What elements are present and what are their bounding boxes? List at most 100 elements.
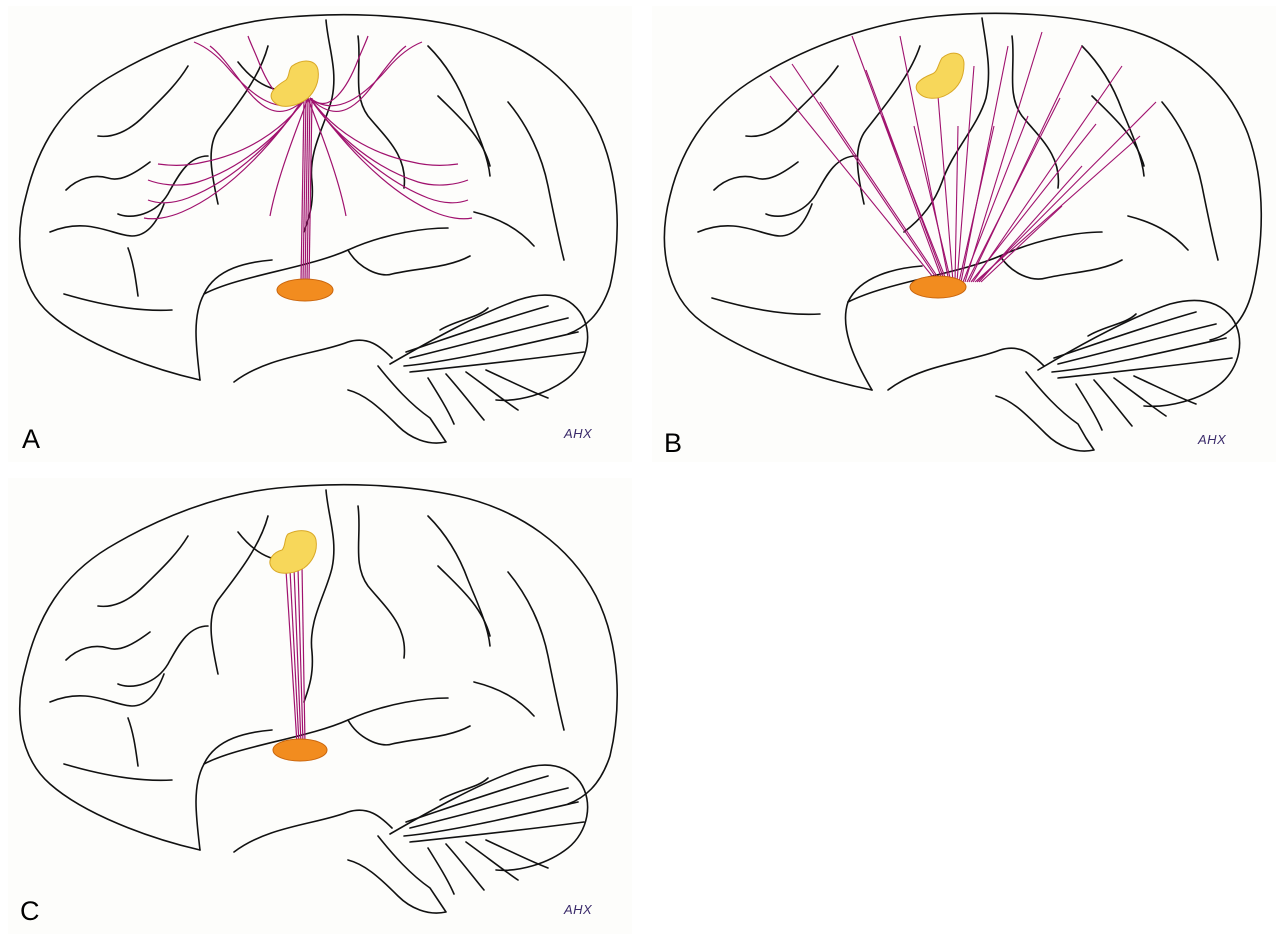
frontal-sulcus-4 <box>697 203 813 237</box>
occipital-sulcus-1 <box>1161 101 1219 261</box>
cerebellum-folium-8 <box>1133 375 1197 405</box>
occipital-sulcus-1 <box>507 101 565 261</box>
cerebellum-folium-3 <box>1051 337 1227 373</box>
cerebellum-folium-6 <box>445 843 485 891</box>
lateral-sulcus <box>203 697 449 765</box>
cerebellum-folium-4 <box>1057 357 1233 379</box>
cerebellum-folium-1 <box>1053 311 1197 359</box>
panel-b: B AHX <box>652 6 1276 462</box>
postcentral-sulcus <box>357 35 406 189</box>
panel-c: C AHX <box>8 478 632 934</box>
cerebellum-folium-6 <box>445 373 485 421</box>
precentral-sulcus <box>210 515 269 675</box>
cerebellum-folium-5 <box>1075 383 1103 431</box>
panel-label: C <box>20 896 40 926</box>
temporal-sulcus-3 <box>439 307 489 331</box>
parietal-sulcus-2 <box>1091 95 1145 167</box>
temporal-sulcus-3 <box>439 777 489 801</box>
frontal-sulcus-2 <box>713 161 799 191</box>
frontal-sulcus-3 <box>765 155 857 218</box>
temporal-sulcus-1 <box>887 347 1045 391</box>
temporal-sulcus-2 <box>347 719 471 746</box>
frontal-sulcus-2 <box>65 631 151 661</box>
cerebellum-outline <box>1037 299 1241 408</box>
cerebellum-folium-3 <box>403 331 579 367</box>
temporal-sulcus-2 <box>347 249 471 276</box>
brain-diagram-c <box>18 483 618 914</box>
brain-diagram-a <box>18 13 618 444</box>
panel-a: A AHX <box>8 6 632 462</box>
central-sulcus <box>303 489 335 703</box>
frontal-sulcus-5 <box>711 297 821 316</box>
brain-outline <box>18 13 618 444</box>
deep-nucleus <box>272 738 328 762</box>
frontal-sulcus-3 <box>117 155 209 218</box>
cerebellum-folium-4 <box>409 351 585 373</box>
parietal-sulcus-2 <box>437 95 491 167</box>
brain-outline <box>18 483 618 914</box>
frontal-sulcus-1 <box>97 535 189 608</box>
cerebellum-folium-5 <box>427 847 455 895</box>
cerebellum-folium-2 <box>409 317 569 359</box>
artist-signature: AHX <box>1198 432 1227 447</box>
central-sulcus <box>903 17 990 233</box>
postcentral-sulcus <box>1011 35 1060 189</box>
cortical-region <box>915 52 965 99</box>
cerebellum-folium-2 <box>409 787 569 829</box>
cerebrum-outline <box>663 12 1263 391</box>
cerebellum-folium-2 <box>1057 323 1217 365</box>
brainstem-outline <box>347 365 447 444</box>
cerebellum-folium-1 <box>405 775 549 823</box>
cerebrum-outline <box>18 13 618 381</box>
central-sulcus <box>303 19 335 233</box>
occipital-sulcus-1 <box>507 571 565 731</box>
cerebellum-outline <box>389 764 589 872</box>
cerebellum-outline <box>389 294 589 402</box>
frontal-sulcus-5 <box>63 293 173 312</box>
panel-label: A <box>22 424 41 454</box>
postcentral-sulcus <box>357 505 406 659</box>
temporal-sulcus-1 <box>233 339 393 383</box>
tract-fibers-radiating <box>769 31 1157 283</box>
cerebrum-outline <box>18 483 618 851</box>
parietal-sulcus-2 <box>437 565 491 637</box>
temporal-lobe-outline <box>195 259 273 381</box>
cerebellum-folium-7 <box>1113 377 1167 417</box>
brainstem-outline <box>995 371 1095 452</box>
tract-fibers-fanning <box>143 35 473 283</box>
cerebellum-folium-7 <box>465 371 519 411</box>
cerebellum-folium-7 <box>465 841 519 881</box>
occipital-sulcus-2 <box>1127 215 1189 251</box>
temporal-sulcus-1 <box>233 809 393 853</box>
cerebellum-folium-4 <box>409 821 585 843</box>
parietal-sulcus-1 <box>427 45 491 177</box>
occipital-sulcus-2 <box>473 211 535 247</box>
cerebellum-folium-3 <box>403 801 579 837</box>
occipital-sulcus-2 <box>473 681 535 717</box>
frontal-sulcus-6 <box>127 717 139 767</box>
precentral-sulcus <box>210 45 269 205</box>
frontal-sulcus-1 <box>745 65 839 138</box>
panel-label: B <box>664 428 683 458</box>
temporal-sulcus-3 <box>1087 313 1137 337</box>
brain-diagram-b <box>663 12 1263 452</box>
frontal-sulcus-4 <box>49 203 165 237</box>
cortical-region <box>270 60 319 107</box>
brainstem-outline <box>347 835 447 914</box>
frontal-sulcus-4 <box>49 673 165 707</box>
cortical-region <box>269 530 317 574</box>
temporal-sulcus-2 <box>999 255 1123 280</box>
brain-outline <box>663 12 1263 452</box>
deep-nucleus <box>909 275 967 299</box>
precentral-sulcus <box>856 45 921 205</box>
artist-signature: AHX <box>564 902 593 917</box>
frontal-sulcus-1 <box>97 65 189 138</box>
cerebellum-folium-8 <box>485 369 549 399</box>
cerebellum-folium-8 <box>485 839 549 869</box>
parietal-sulcus-1 <box>1081 45 1145 177</box>
cerebellum-folium-6 <box>1093 379 1133 427</box>
frontal-sulcus-3 <box>117 625 209 688</box>
frontal-sulcus-6 <box>127 247 139 297</box>
artist-signature: AHX <box>564 426 593 441</box>
temporal-lobe-outline <box>195 729 273 851</box>
